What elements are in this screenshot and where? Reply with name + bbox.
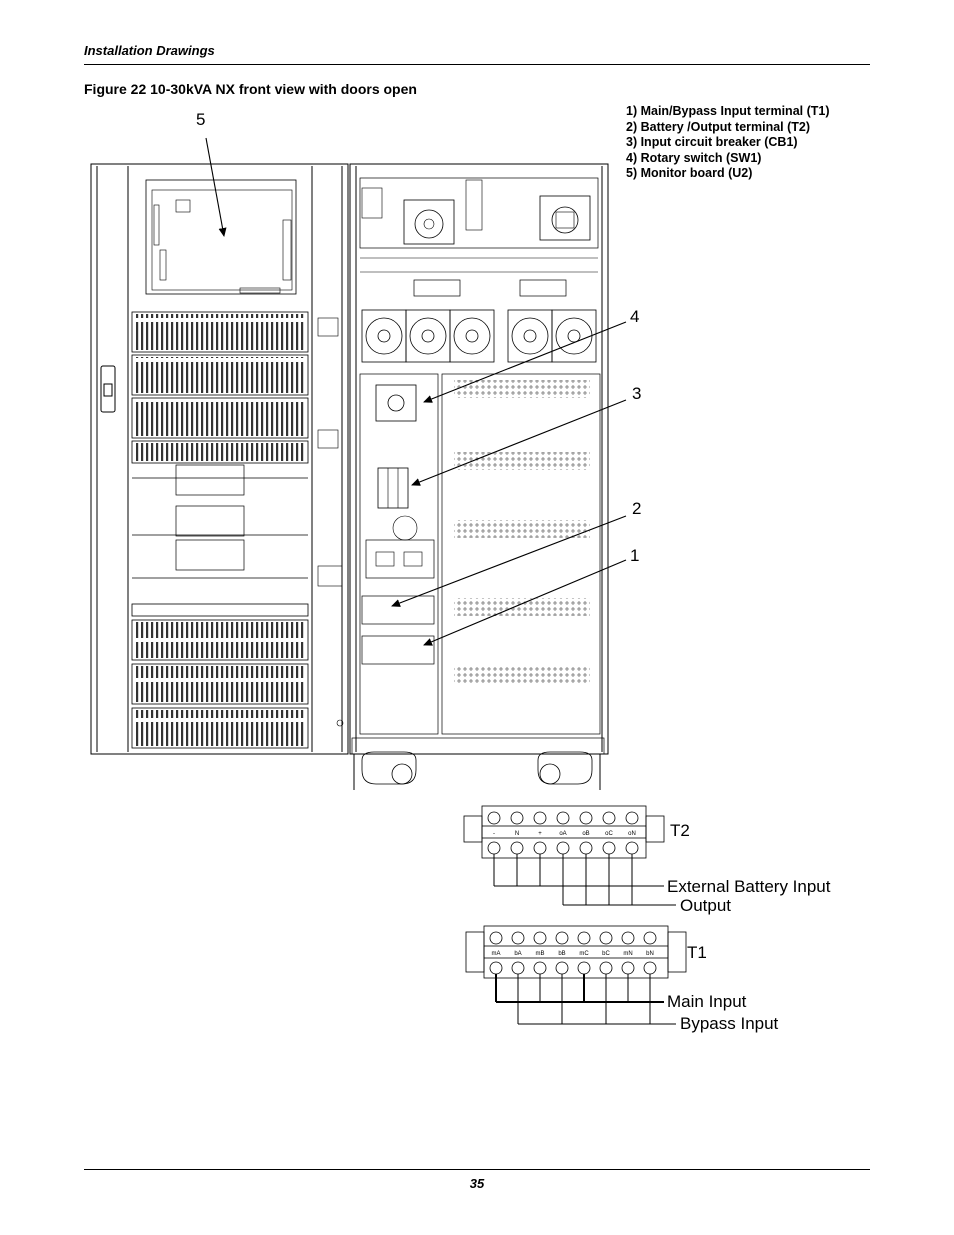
callout-2: 2	[632, 499, 642, 518]
monitor-board	[145, 179, 297, 295]
main-input-label: Main Input	[667, 992, 747, 1011]
t2-terminal-labels: - N + oA oB oC oN	[493, 831, 636, 837]
callout-5: 5	[196, 110, 206, 129]
t1-terminal-labels: mA bA mB bB mC bC mN bN	[492, 951, 654, 957]
legend-item: 2) Battery /Output terminal (T2)	[626, 119, 811, 134]
external-battery-input-label: External Battery Input	[667, 877, 831, 896]
t1-terminal-label: mB	[536, 951, 545, 957]
t1-terminal-label: mN	[623, 951, 632, 957]
callout-3: 3	[632, 384, 642, 403]
terminal-t2-mini	[361, 595, 435, 625]
t2-terminal-label: oC	[605, 831, 613, 837]
terminal-block-t1	[465, 925, 687, 979]
t1-label: T1	[687, 943, 707, 962]
cabinet-body	[349, 163, 609, 790]
battery-shelf-lower	[131, 603, 309, 749]
t2-terminal-label: -	[493, 831, 495, 837]
legend-item: 4) Rotary switch (SW1)	[626, 150, 762, 165]
page-number: 35	[469, 1176, 485, 1191]
t2-terminal-label: oA	[559, 831, 566, 837]
t2-label: T2	[670, 821, 690, 840]
t1-terminal-label: bC	[602, 951, 610, 957]
legend-item: 1) Main/Bypass Input terminal (T1)	[626, 104, 830, 118]
header-rule	[84, 64, 870, 65]
callout-4: 4	[630, 307, 640, 326]
callout-1: 1	[630, 546, 640, 565]
running-header: Installation Drawings	[84, 43, 215, 58]
door-handle	[100, 365, 116, 413]
t1-terminal-label: bN	[646, 951, 654, 957]
t2-terminal-label: oB	[582, 831, 589, 837]
legend-item: 5) Monitor board (U2)	[626, 166, 753, 180]
t1-terminal-label: mA	[492, 951, 501, 957]
t1-terminal-label: bA	[514, 951, 521, 957]
bracket-panels	[132, 464, 308, 579]
figure-caption: Figure 22 10-30kVA NX front view with do…	[84, 81, 417, 97]
t2-terminal-label: oN	[628, 831, 636, 837]
t2-terminal-label: +	[538, 831, 542, 837]
terminal-t1-mini	[361, 635, 435, 665]
legend-item: 3) Input circuit breaker (CB1)	[626, 135, 798, 149]
footer-rule	[84, 1169, 870, 1170]
circuit-breaker	[377, 467, 409, 509]
callout-arrows	[205, 137, 627, 646]
t2-wiring	[493, 854, 676, 906]
component-legend: 1) Main/Bypass Input terminal (T1) 2) Ba…	[626, 104, 830, 182]
t1-wiring	[495, 974, 676, 1025]
battery-shelf-upper	[131, 311, 309, 464]
t2-terminal-label: N	[515, 831, 519, 837]
t1-terminal-label: bB	[558, 951, 565, 957]
t1-terminal-label: mC	[579, 951, 589, 957]
bypass-input-label: Bypass Input	[680, 1014, 779, 1033]
left-door	[90, 163, 349, 755]
output-label: Output	[680, 896, 732, 915]
rotary-switch	[375, 384, 417, 422]
fans	[361, 309, 597, 363]
